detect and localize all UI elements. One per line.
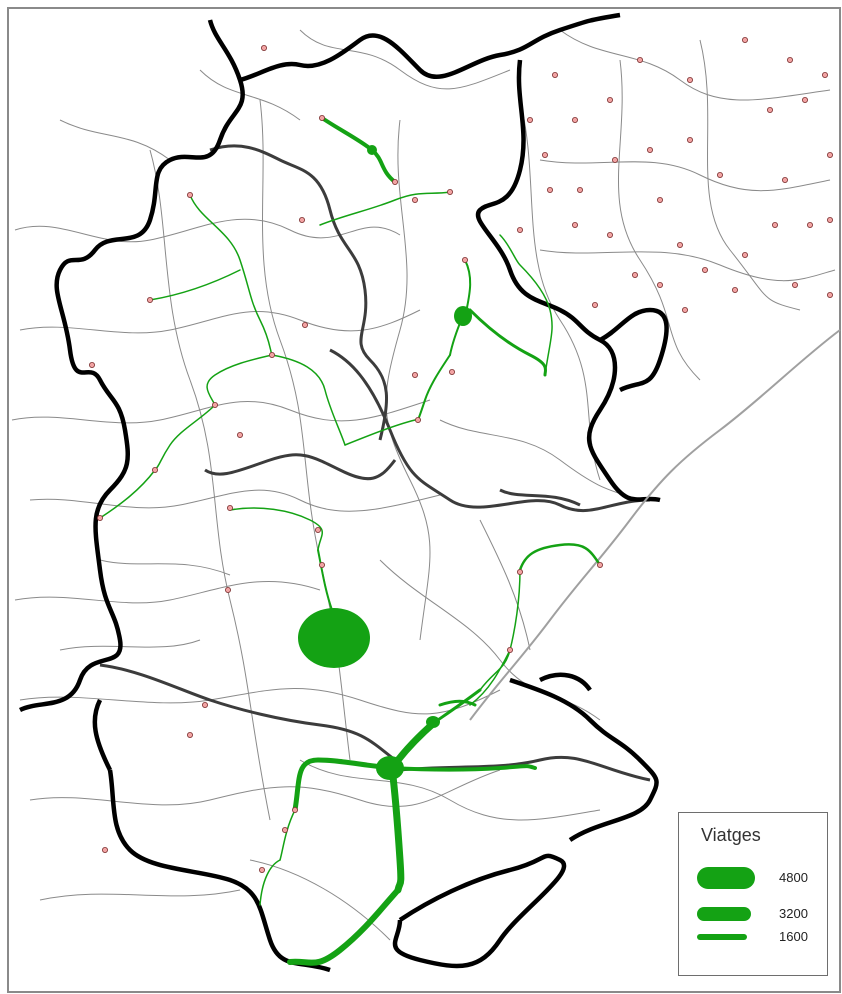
legend-label: 1600 [779,929,808,944]
legend-swatch-large [697,867,755,889]
hub-small [454,306,472,326]
hub-small-3 [367,145,377,155]
province-boundaries [18,12,669,973]
hub-medium [376,756,404,780]
legend-swatch-medium [697,907,751,921]
legend-item-1600: 1600 [697,927,821,957]
hub-large-ellipse [298,608,370,668]
legend-item-3200: 3200 [697,903,821,933]
coastline [469,329,841,721]
legend-title: Viatges [701,825,761,845]
road-network [11,29,836,941]
legend-item-4800: 4800 [697,865,821,895]
map-legend: Viatges 4800 3200 1600 [678,812,828,976]
county-boundaries [99,144,651,782]
hub-small-2 [426,716,440,728]
town-markers [89,37,834,874]
legend-swatch-small [697,934,747,940]
flow-hubs [298,145,472,780]
legend-label: 4800 [779,870,808,885]
legend-label: 3200 [779,906,808,921]
